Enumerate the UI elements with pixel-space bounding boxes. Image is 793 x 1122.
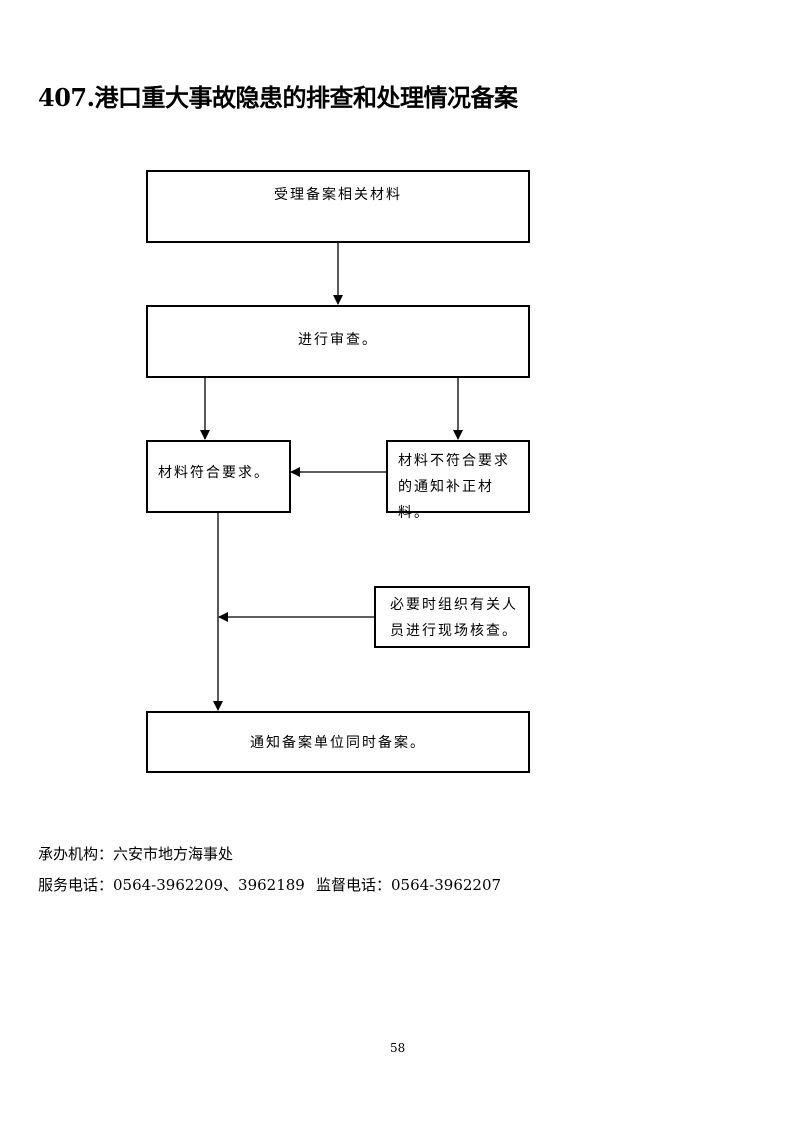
flow-step-receive-label: 受理备案相关材料 (274, 187, 402, 203)
flow-step-ok: 材料符合要求。 (146, 440, 291, 513)
flow-step-final-label: 通知备案单位同时备案。 (250, 735, 426, 751)
supervise-phone: 监督电话：0564-3962207 (316, 876, 502, 894)
agency-text: 承办机构：六安市地方海事处 (38, 845, 234, 863)
flow-step-review: 进行审查。 (146, 305, 530, 378)
service-phone: 服务电话：0564-3962209、3962189 (38, 876, 305, 894)
flow-step-inspect-label: 必要时组织有关人员进行现场核查。 (390, 597, 518, 639)
flow-step-not-ok: 材料不符合要求的通知补正材料。 (386, 440, 530, 521)
flow-step-not-ok-label: 材料不符合要求的通知补正材料。 (398, 453, 510, 521)
flow-step-final: 通知备案单位同时备案。 (146, 711, 530, 773)
flow-step-receive: 受理备案相关材料 (146, 170, 530, 243)
flow-step-review-label: 进行审查。 (298, 332, 378, 348)
flow-step-ok-label: 材料符合要求。 (158, 465, 270, 481)
page-number: 58 (390, 1041, 406, 1055)
flow-step-inspect: 必要时组织有关人员进行现场核查。 (374, 586, 530, 648)
page-title: 407.港口重大事故隐患的排查和处理情况备案 (38, 83, 518, 112)
